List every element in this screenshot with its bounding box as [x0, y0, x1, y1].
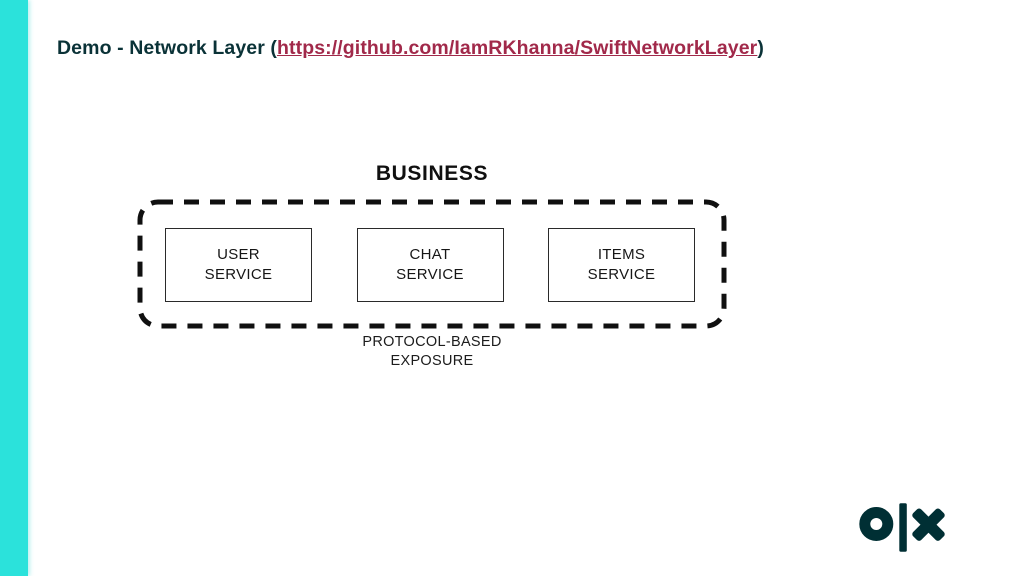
github-link[interactable]: https://github.com/IamRKhanna/SwiftNetwo… — [277, 37, 758, 59]
olx-logo-icon — [859, 503, 945, 552]
items-service-box: ITEMS SERVICE — [548, 228, 695, 302]
chat-service-label: CHAT SERVICE — [396, 245, 464, 283]
chat-service-box: CHAT SERVICE — [356, 228, 504, 302]
business-group-label: BUSINESS — [375, 162, 489, 185]
items-service-label: ITEMS SERVICE — [587, 245, 656, 283]
diagram-caption: PROTOCOL-BASED EXPOSURE — [362, 334, 502, 369]
title-prefix: Demo - Network Layer ( — [57, 37, 278, 59]
user-service-box: USER SERVICE — [165, 228, 312, 302]
title-suffix: ) — [757, 37, 764, 59]
slide-title: Demo - Network Layer (https://github.com… — [57, 37, 764, 60]
left-accent-bar — [0, 0, 28, 576]
user-service-label: USER SERVICE — [204, 245, 273, 283]
dashed-boundary-box — [137, 199, 727, 329]
service-row: USER SERVICE CHAT SERVICE ITEMS SERVICE — [165, 228, 695, 302]
